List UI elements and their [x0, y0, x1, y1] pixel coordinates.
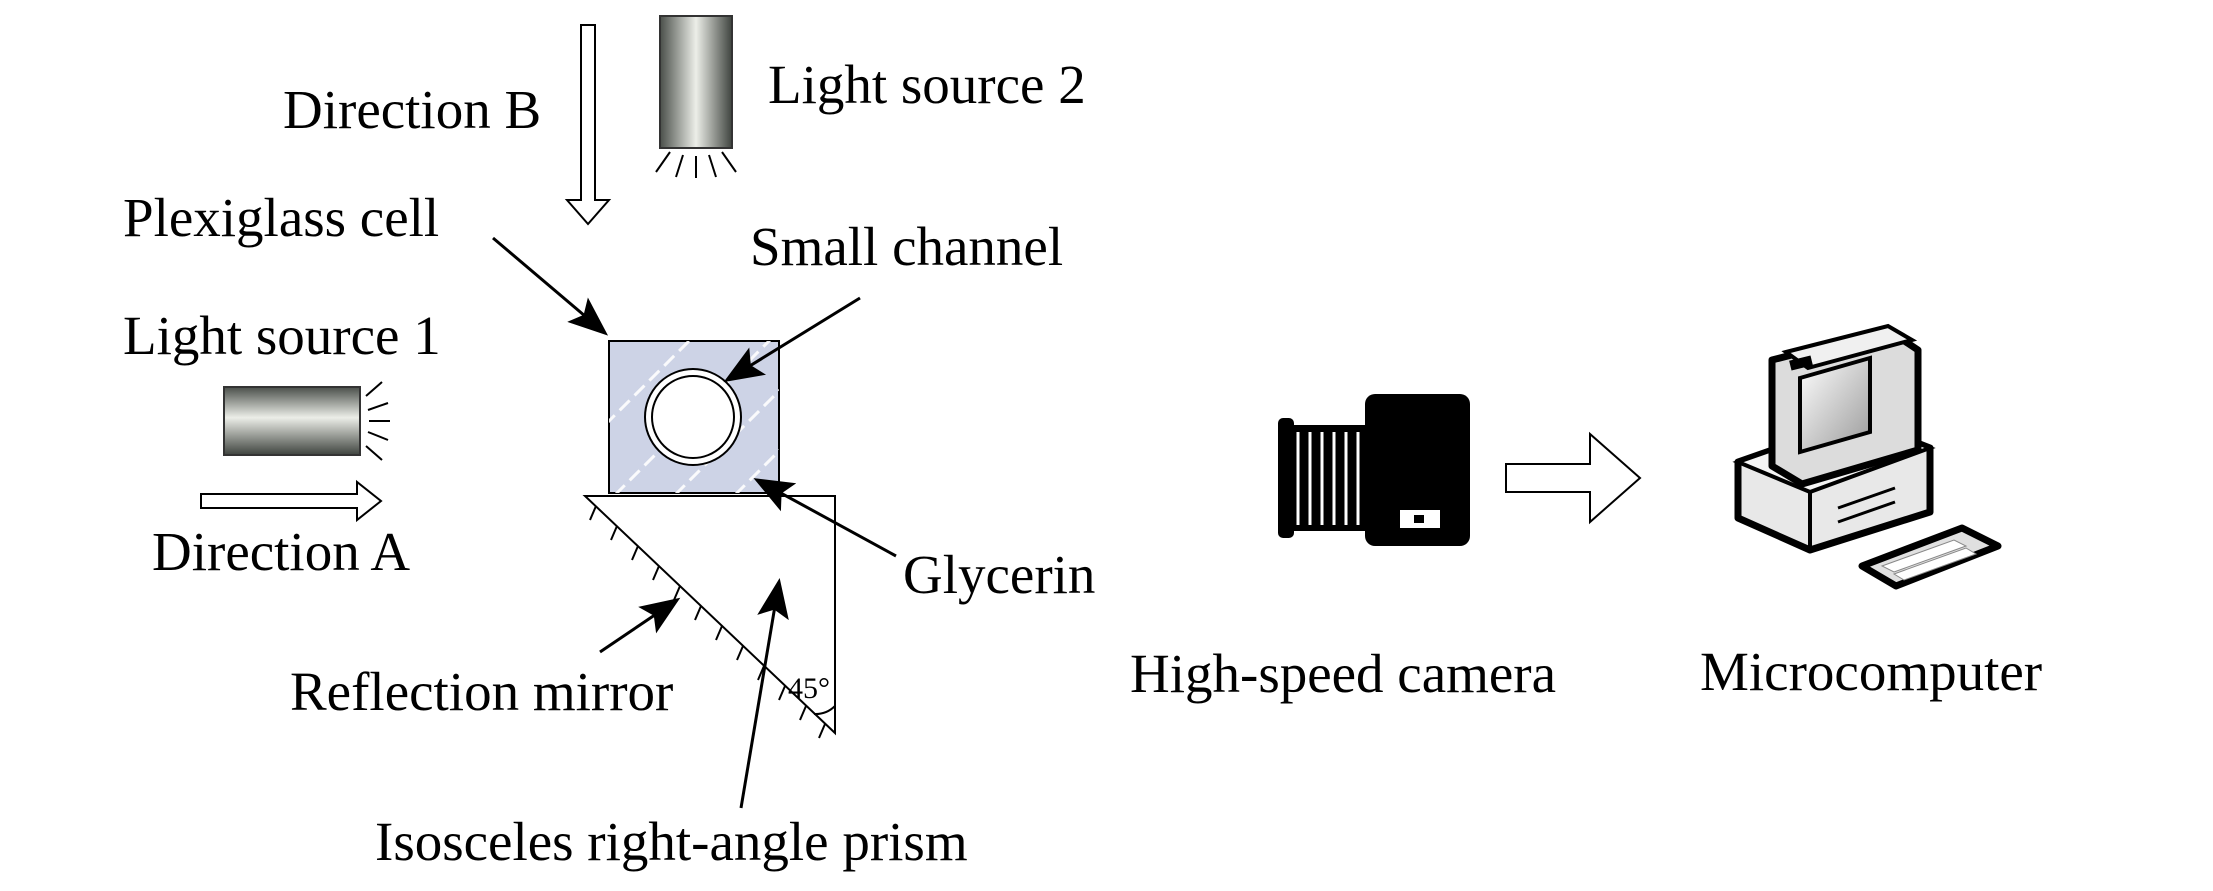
data-flow-arrow	[1505, 431, 1642, 525]
direction-b-arrow	[564, 24, 612, 226]
glycerin-label: Glycerin	[903, 544, 1095, 605]
computer-label: Microcomputer	[1700, 641, 2042, 702]
direction-a-arrow	[200, 479, 383, 523]
computer-icon	[1732, 323, 2002, 590]
glycerin-pointer	[753, 478, 897, 558]
plexiglass-cell	[608, 340, 780, 494]
light-rays-icon	[655, 151, 737, 178]
small-channel	[651, 375, 735, 459]
light-source-2-label: Light source 2	[768, 54, 1086, 115]
prism-pointer	[739, 578, 789, 809]
small-channel-pointer	[723, 296, 861, 383]
reflection-mirror-label: Reflection mirror	[290, 661, 673, 722]
reflection-mirror-pointer	[599, 597, 681, 654]
plexiglass-cell-label: Plexiglass cell	[123, 187, 439, 248]
mirror-hatching	[589, 505, 826, 739]
small-channel-label: Small channel	[750, 216, 1063, 277]
light-rays-icon	[365, 381, 390, 461]
camera-icon	[1278, 394, 1470, 546]
light-source-1-label: Light source 1	[123, 305, 441, 366]
plexiglass-cell-pointer	[492, 236, 609, 336]
light-source-2	[655, 15, 737, 178]
direction-a-label: Direction A	[152, 521, 410, 582]
light-source-1	[223, 381, 390, 461]
prism-label: Isosceles right-angle prism	[375, 811, 968, 872]
direction-b-label: Direction B	[283, 79, 541, 140]
angle-label: 45°	[788, 672, 830, 705]
camera-label: High-speed camera	[1130, 643, 1556, 704]
isosceles-right-angle-prism: 45°	[582, 495, 836, 739]
